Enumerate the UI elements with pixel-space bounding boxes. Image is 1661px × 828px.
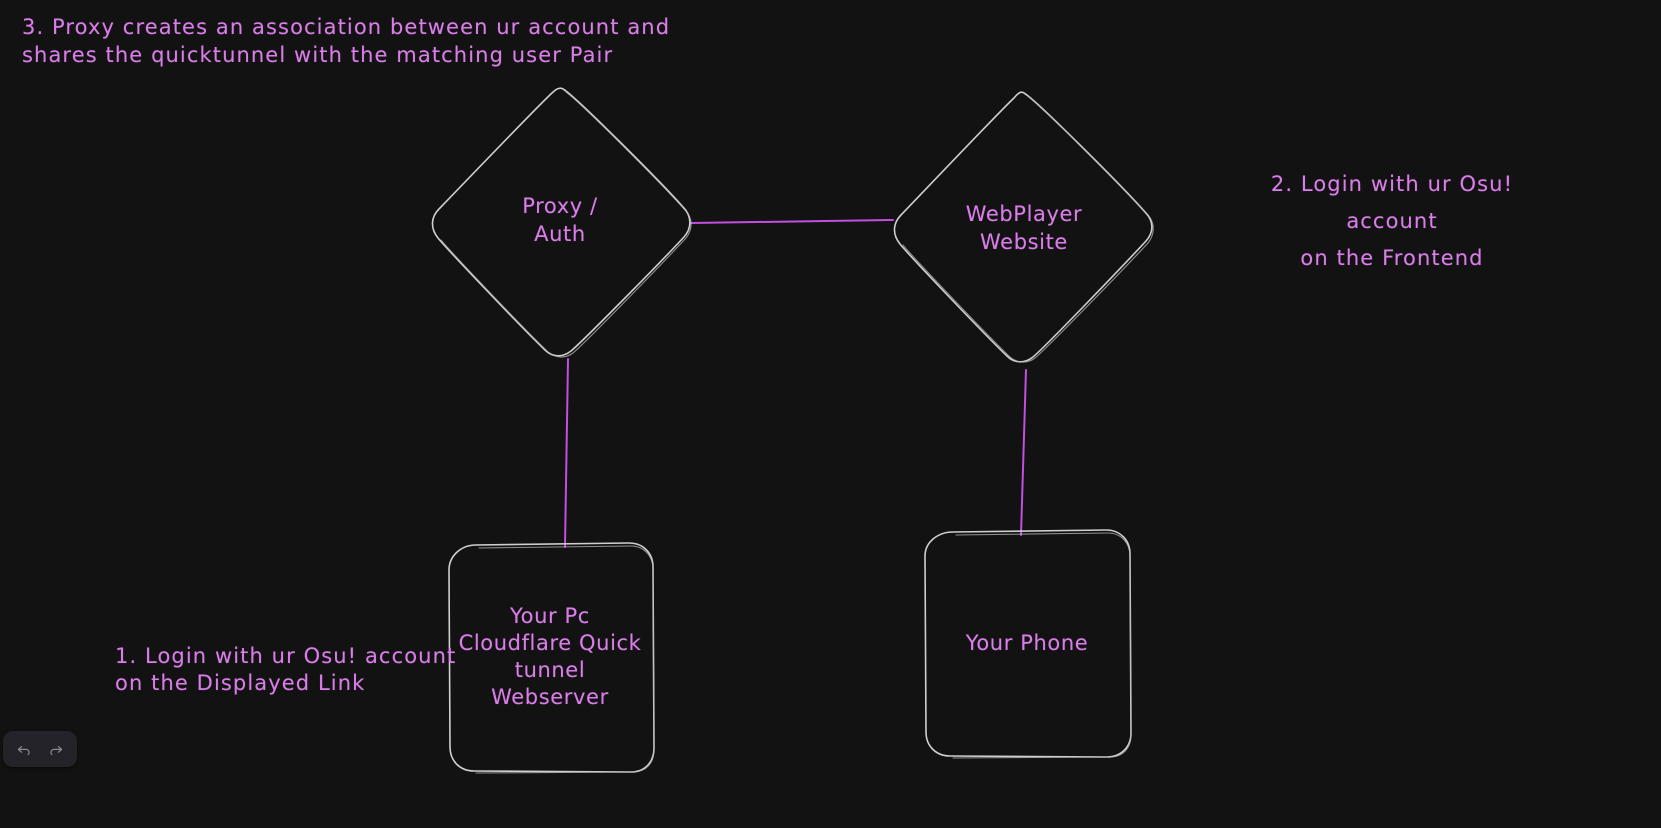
connector-proxy-to-your-pc[interactable] xyxy=(564,358,569,548)
node-webplayer-shape[interactable] xyxy=(893,91,1154,363)
node-your-phone-shape[interactable] xyxy=(924,529,1132,759)
connector-webplayer-to-your-phone[interactable] xyxy=(1020,369,1027,536)
node-proxy-auth-shape[interactable] xyxy=(431,87,692,358)
connector-proxy-to-webplayer[interactable] xyxy=(690,219,894,224)
undo-button[interactable] xyxy=(9,736,39,762)
history-toolbar xyxy=(3,731,77,767)
redo-button[interactable] xyxy=(41,736,71,762)
node-your-pc-shape[interactable] xyxy=(448,542,655,774)
redo-arrow-icon xyxy=(48,741,64,757)
undo-arrow-icon xyxy=(16,741,32,757)
